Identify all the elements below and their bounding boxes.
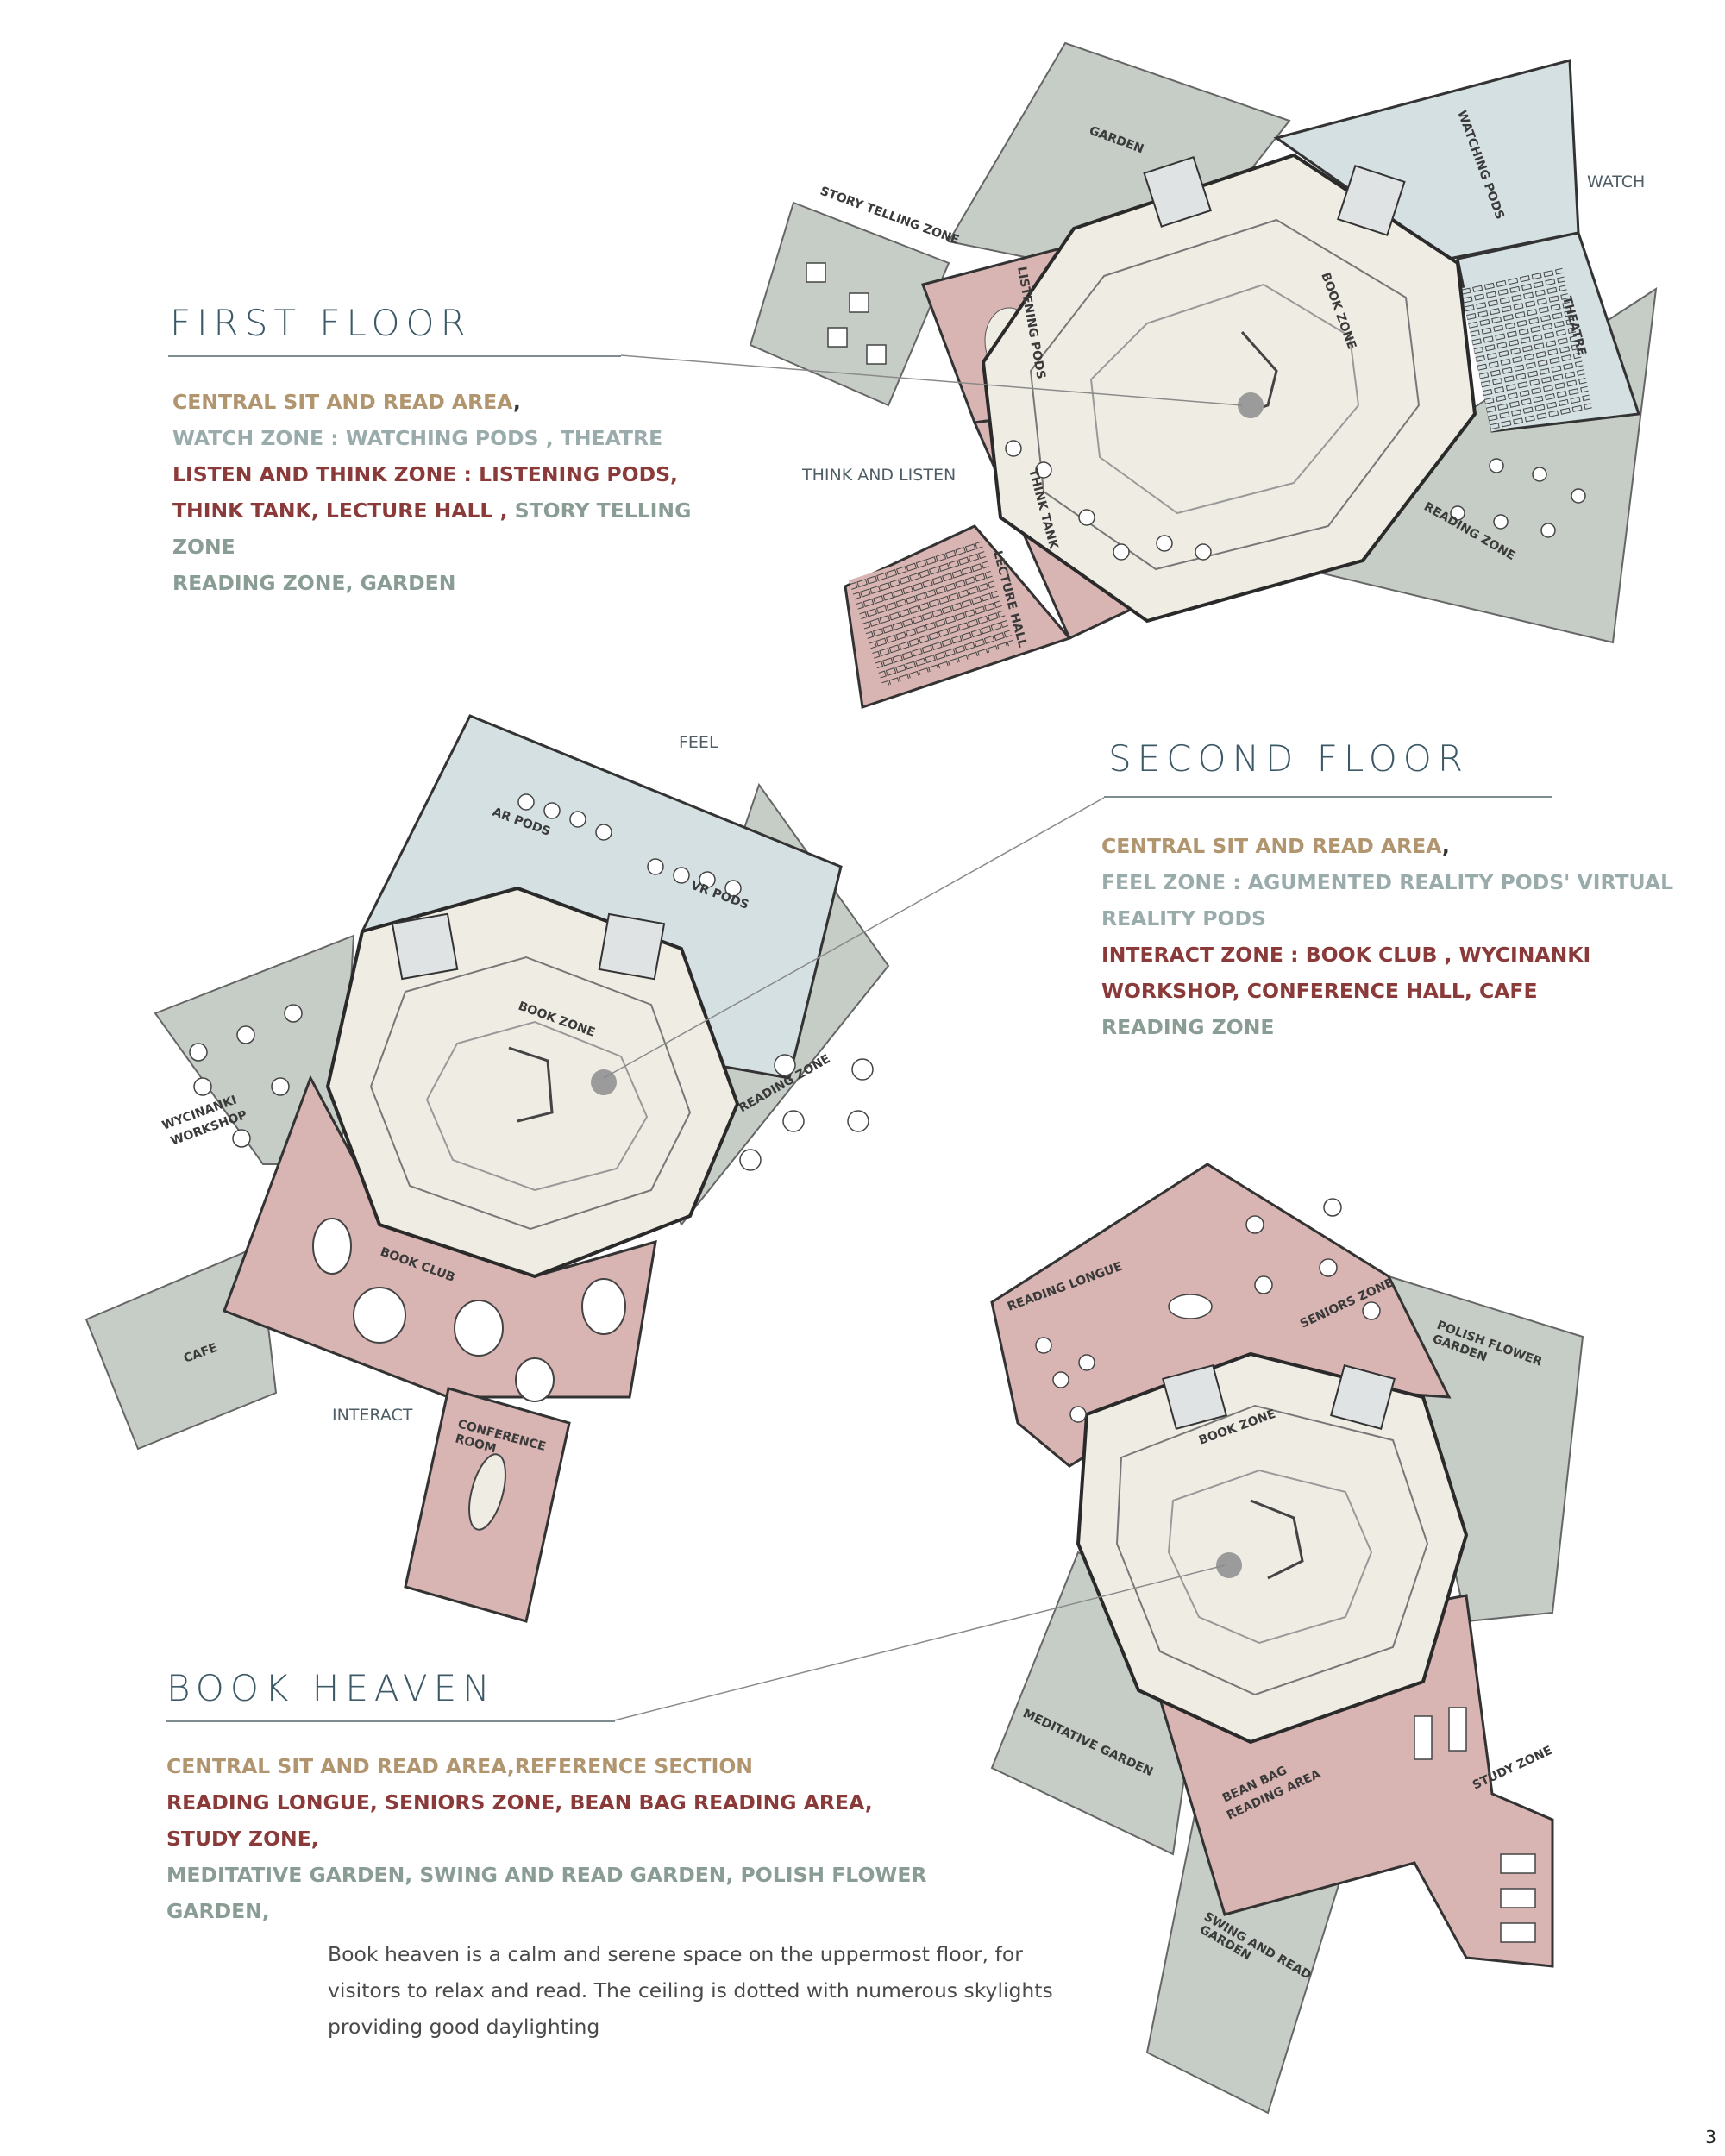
theatre-seating <box>1460 266 1593 432</box>
stair-core <box>1162 1364 1227 1430</box>
book-heaven-plan: READING LONGUE SENIORS ZONE POLISH FLOWE… <box>990 1163 1584 2115</box>
legend-line: REALITY PODS <box>1101 906 1266 931</box>
first-floor-plan: GARDEN WATCHING PODS STORY TELLING ZONE … <box>749 41 1658 709</box>
stair-core <box>598 912 666 981</box>
legend-line: WATCH ZONE : WATCHING PODS , THEATRE <box>172 426 663 450</box>
seniors-seats <box>1245 1198 1381 1320</box>
legend-line: STUDY ZONE, <box>166 1827 319 1851</box>
book-heaven-title: BOOK HEAVEN <box>166 1667 496 1709</box>
second-floor-plan: AR PODS VR PODS BOOK ZONE READING ZONE W… <box>85 714 890 1623</box>
book-heaven-legend: CENTRAL SIT AND READ AREA,REFERENCE SECT… <box>166 1748 927 1929</box>
inner-ring <box>1029 218 1421 571</box>
first-floor-rule <box>168 355 621 357</box>
watch-label: WATCH <box>1587 172 1646 191</box>
second-floor-octagon <box>325 886 740 1279</box>
inner-ring <box>369 956 692 1231</box>
first-floor-title: FIRST FLOOR <box>170 302 472 344</box>
book-heaven-description: Book heaven is a calm and serene space o… <box>328 1936 1053 2045</box>
description-line: visitors to relax and read. The ceiling … <box>328 1978 1053 2002</box>
book-club-tables <box>312 1218 626 1402</box>
legend-line: FEEL ZONE : AGUMENTED REALITY PODS' VIRT… <box>1101 870 1674 894</box>
legend-line: MEDITATIVE GARDEN, SWING AND READ GARDEN… <box>166 1863 927 1887</box>
legend-line: INTERACT ZONE : BOOK CLUB , WYCINANKI <box>1101 943 1591 967</box>
stair-core <box>391 912 459 981</box>
reading-seats <box>739 1054 874 1171</box>
reading-tables <box>1450 458 1586 538</box>
legend-line: CENTRAL SIT AND READ AREA, <box>172 390 521 414</box>
study-desks <box>1414 1707 1536 1943</box>
stair-core <box>1337 165 1406 236</box>
second-floor-title: SECOND FLOOR <box>1108 737 1470 780</box>
leader-lines <box>603 354 1243 1721</box>
description-line: Book heaven is a calm and serene space o… <box>328 1942 1023 1966</box>
ar-vr-pods <box>518 793 742 897</box>
stair-core <box>1330 1364 1396 1430</box>
lounge-seats <box>1035 1294 1213 1423</box>
inner-ring-2 <box>425 1020 649 1192</box>
first-floor-legend: CENTRAL SIT AND READ AREA, WATCH ZONE : … <box>172 384 691 601</box>
legend-line: LISTEN AND THINK ZONE : LISTENING PODS, <box>172 462 678 486</box>
legend-line: WORKSHOP, CONFERENCE HALL, CAFE <box>1101 979 1538 1003</box>
book-heaven-rule <box>166 1720 615 1722</box>
second-floor-rule <box>1104 796 1552 798</box>
feel-label: FEEL <box>679 733 718 752</box>
book-heaven-octagon <box>1076 1351 1469 1745</box>
legend-line: GARDEN, <box>166 1899 270 1923</box>
lecture-hall-seating <box>848 537 1015 687</box>
legend-line: CENTRAL SIT AND READ AREA,REFERENCE SECT… <box>166 1754 753 1778</box>
think-tank-seats <box>1005 440 1212 561</box>
legend-line: READING ZONE, GARDEN <box>172 571 456 595</box>
inner-ring-2 <box>1167 1469 1373 1645</box>
story-telling-seats <box>806 262 887 365</box>
page-number: 3 <box>1705 2127 1716 2147</box>
legend-line: READING LONGUE, SENIORS ZONE, BEAN BAG R… <box>166 1790 873 1814</box>
conference-table <box>468 1453 506 1531</box>
central-marker <box>591 1069 617 1095</box>
central-marker <box>1238 392 1264 418</box>
think-listen-label: THINK AND LISTEN <box>802 466 957 485</box>
inner-ring-2 <box>1089 283 1360 515</box>
inner-ring <box>1115 1404 1429 1696</box>
central-desk <box>508 1046 554 1123</box>
legend-line: READING ZONE <box>1101 1015 1275 1039</box>
interact-label: INTERACT <box>332 1406 413 1425</box>
description-line: providing good daylighting <box>328 2015 600 2039</box>
central-marker <box>1216 1552 1242 1578</box>
legend-line: CENTRAL SIT AND READ AREA, <box>1101 834 1450 858</box>
second-floor-legend: CENTRAL SIT AND READ AREA, FEEL ZONE : A… <box>1101 828 1673 1045</box>
stair-core <box>1143 156 1212 228</box>
legend-line: ZONE <box>172 535 235 559</box>
central-desk <box>1250 1499 1304 1580</box>
workshop-seats <box>189 1004 303 1148</box>
legend-line: THINK TANK, LECTURE HALL , STORY TELLING <box>172 498 692 523</box>
